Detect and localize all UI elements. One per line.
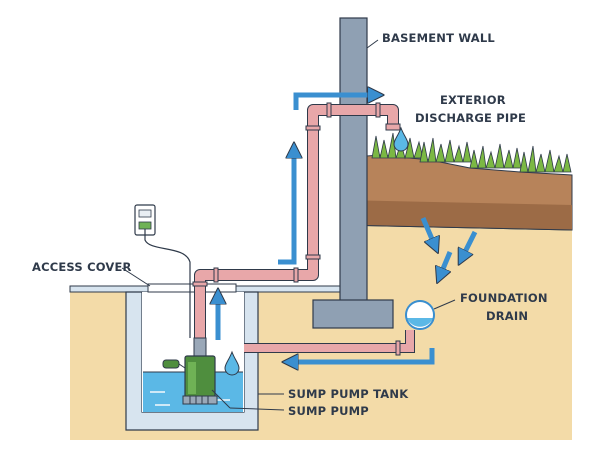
label-exterior-line1: EXTERIOR	[440, 93, 506, 107]
flow-arrow-icon	[218, 95, 478, 362]
water-drop-icon	[393, 126, 409, 152]
grass	[371, 132, 572, 173]
water-drop-icon	[224, 350, 240, 376]
pipe-outlet	[385, 123, 401, 131]
soil-dark-band	[340, 200, 572, 230]
leader-lines	[121, 39, 456, 411]
basement-wall	[339, 17, 368, 309]
label-basement-wall: BASEMENT WALL	[382, 31, 495, 45]
label-exterior-line2: DISCHARGE PIPE	[415, 111, 526, 125]
label-sump-pump: SUMP PUMP	[288, 404, 369, 418]
access-cover	[147, 283, 237, 293]
power-cord	[144, 229, 191, 338]
label-foundation-line2: DRAIN	[486, 309, 528, 323]
foundation-drain-pipe	[244, 330, 415, 356]
label-sump-pump-tank: SUMP PUMP TANK	[288, 387, 409, 401]
footing	[312, 299, 394, 329]
label-access-cover: ACCESS COVER	[32, 260, 132, 274]
label-foundation-line1: FOUNDATION	[460, 291, 548, 305]
sump-pump	[162, 337, 218, 405]
